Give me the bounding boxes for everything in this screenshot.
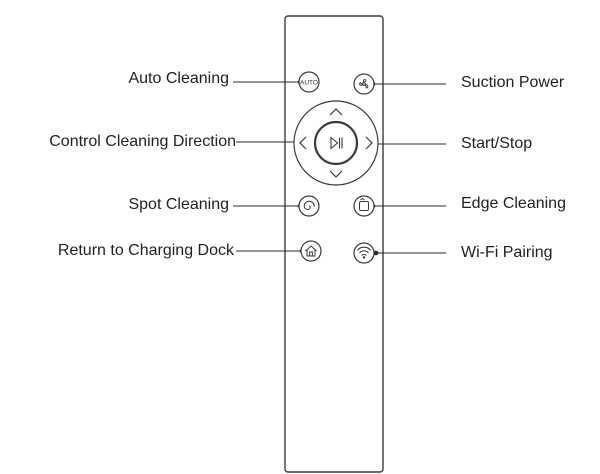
fan-icon	[359, 78, 369, 89]
label-start-stop: Start/Stop	[461, 135, 533, 152]
label-spot-cleaning: Spot Cleaning	[128, 196, 229, 213]
chevron-left-icon[interactable]	[299, 136, 307, 150]
return-dock-button[interactable]	[300, 240, 322, 262]
label-return-dock: Return to Charging Dock	[57, 242, 234, 259]
edge-square-icon	[359, 197, 369, 211]
label-wifi-pairing: Wi-Fi Pairing	[461, 244, 553, 261]
wifi-icon	[356, 246, 372, 259]
chevron-right-icon[interactable]	[365, 136, 373, 150]
play-pause-icon	[330, 136, 343, 150]
label-auto-cleaning: Auto Cleaning	[128, 70, 229, 87]
label-control-direction: Control Cleaning Direction	[49, 133, 236, 150]
start-stop-button[interactable]	[313, 120, 359, 166]
wifi-pairing-button[interactable]	[353, 242, 375, 264]
auto-button[interactable]: AUTO	[298, 71, 320, 93]
home-icon	[305, 245, 317, 257]
label-suction-power: Suction Power	[461, 74, 565, 91]
spiral-icon	[303, 200, 315, 211]
auto-text-icon: AUTO	[300, 80, 318, 87]
chevron-up-icon[interactable]	[329, 108, 343, 116]
label-edge-cleaning: Edge Cleaning	[461, 195, 566, 212]
edge-cleaning-button[interactable]	[353, 195, 375, 217]
chevron-down-icon[interactable]	[329, 170, 343, 178]
suction-power-button[interactable]	[353, 73, 375, 95]
spot-cleaning-button[interactable]	[298, 195, 320, 217]
